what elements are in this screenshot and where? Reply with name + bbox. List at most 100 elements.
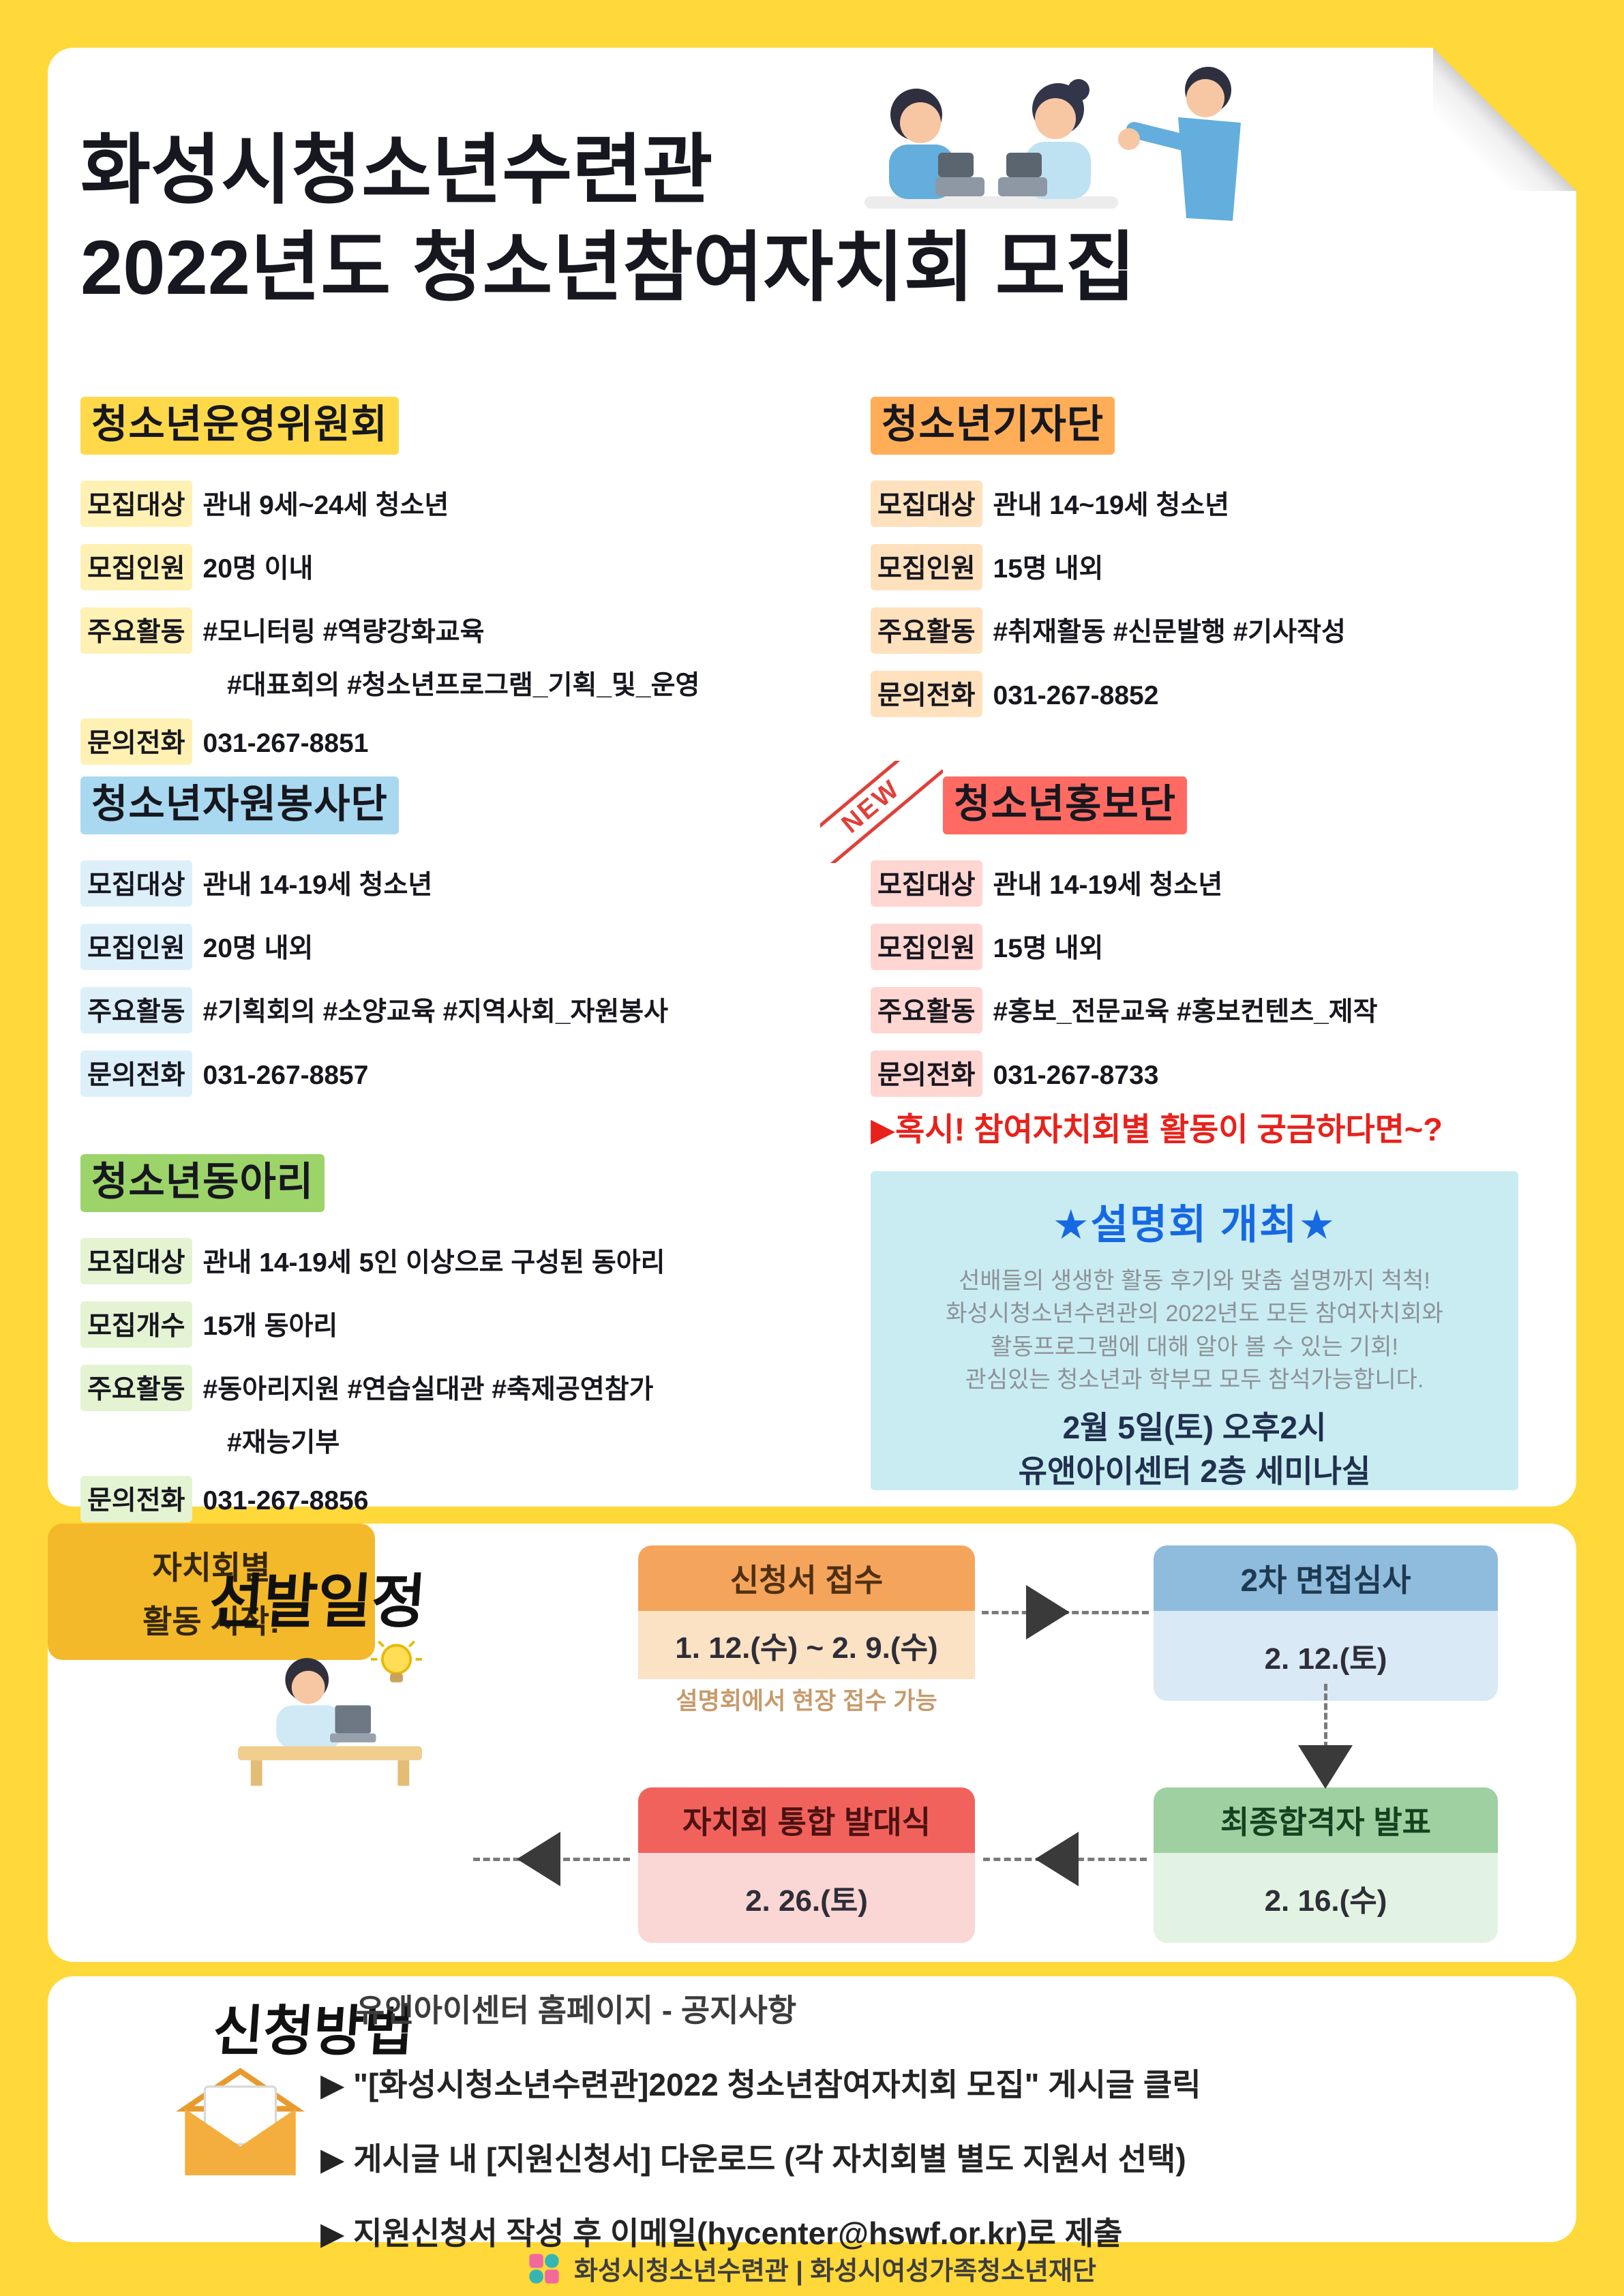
row-value: 031-267-8733 xyxy=(993,1061,1159,1090)
row-value: 15명 내외 xyxy=(993,554,1104,584)
info-session-box: ★설명회 개최★ 선배들의 생생한 활동 후기와 맞춤 설명까지 척척! 화성시… xyxy=(871,1171,1518,1490)
step-application: 신청서 접수 1. 12.(수) ~ 2. 9.(수) 설명회에서 현장 접수 … xyxy=(638,1545,975,1727)
group-operating-committee: 청소년운영위원회 모집대상 관내 9세~24세 청소년 모집인원 20명 이내 … xyxy=(80,392,837,782)
row-label: 모집개수 xyxy=(80,1301,192,1348)
row-label: 주요활동 xyxy=(80,607,192,654)
arrow-right-icon xyxy=(1026,1585,1070,1640)
row-value: 관내 14-19세 청소년 xyxy=(993,871,1223,900)
size-row: 모집인원 20명 내외 xyxy=(80,924,837,970)
row-label: 주요활동 xyxy=(871,987,982,1033)
group-title: 청소년운영위원회 xyxy=(80,397,399,455)
activity-row: 주요활동 #홍보_전문교육 #홍보컨텐츠_제작 xyxy=(871,987,1549,1033)
row-label: 모집대상 xyxy=(871,481,982,527)
size-row: 모집인원 15명 내외 xyxy=(871,924,1549,970)
row-value: 관내 14-19세 5인 이상으로 구성된 동아리 xyxy=(202,1248,665,1278)
row-label: 모집대상 xyxy=(871,860,982,907)
target-row: 모집대상 관내 14-19세 청소년 xyxy=(80,860,837,907)
row-value: #재능기부 xyxy=(227,1428,340,1457)
row-label: 모집대상 xyxy=(80,1238,192,1284)
row-label: 문의전화 xyxy=(871,671,982,717)
activity-row: 주요활동 #모니터링 #역량강화교육 xyxy=(80,607,837,654)
row-value: 031-267-8857 xyxy=(202,1061,369,1090)
poster-title-line2: 2022년도 청소년참여자치회 모집 xyxy=(80,225,1136,311)
row-label: 문의전화 xyxy=(80,1475,192,1522)
schedule-title: 선발일정 xyxy=(207,1569,428,1635)
row-label: 모집인원 xyxy=(80,924,192,970)
curiosity-hook: ▶혹시! 참여자치회별 활동이 궁금하다면~? xyxy=(871,1111,1443,1147)
row-label: 문의전화 xyxy=(871,1051,982,1097)
step-final-result: 최종합격자 발표 2. 16.(수) xyxy=(1154,1787,1498,1943)
footer: 화성시청소년수련관 | 화성시여성가족청소년재단 xyxy=(0,2250,1624,2287)
step-header: 자치회 통합 발대식 xyxy=(638,1787,975,1853)
apply-step: ▶ "[화성시청소년수련관]2022 청소년참여자치회 모집" 게시글 클릭 xyxy=(320,2067,1201,2102)
poster-title-line1: 화성시청소년수련관 xyxy=(80,127,713,213)
info-session-datetime: 2월 5일(토) 오후2시 xyxy=(1062,1410,1327,1446)
row-label: 주요활동 xyxy=(80,987,192,1033)
phone-row: 문의전화 031-267-8857 xyxy=(80,1051,837,1097)
target-row: 모집대상 관내 14~19세 청소년 xyxy=(871,481,1549,527)
phone-row: 문의전화 031-267-8852 xyxy=(871,671,1549,717)
arrow-down-icon xyxy=(1298,1745,1353,1789)
activity-row-cont: #대표회의 #청소년프로그램_기획_및_운영 xyxy=(80,671,837,701)
activity-row: 주요활동 #기획회의 #소양교육 #지역사회_자원봉사 xyxy=(80,987,837,1033)
activity-row: 주요활동 #동아리지원 #연습실대관 #축제공연참가 xyxy=(80,1365,837,1411)
apply-step: ▶ 게시글 내 [지원신청서] 다운로드 (각 자치회별 별도 지원서 선택) xyxy=(320,2141,1186,2177)
step-header: 2차 면접심사 xyxy=(1154,1545,1498,1611)
group-title: 청소년홍보단 xyxy=(943,776,1188,834)
row-value: #모니터링 #역량강화교육 xyxy=(202,618,485,647)
schedule-card: 선발일정 신청서 접수 1. 12.(수) ~ 2. 9.(수) 설명회에서 현… xyxy=(48,1524,1576,1962)
apply-card: 신청방법 유앤아이센터 홈페이지 - 공지사항 ▶ "[화성시청소년수련관]20… xyxy=(48,1976,1576,2251)
phone-row: 문의전화 031-267-8851 xyxy=(80,718,837,765)
row-label: 모집인원 xyxy=(871,544,982,590)
step-start-line2: 활동 시작! xyxy=(142,1603,280,1640)
row-label: 주요활동 xyxy=(80,1365,192,1411)
step-period: 2. 26.(토) xyxy=(638,1853,975,1943)
info-session-line: 선배들의 생생한 활동 후기와 맞춤 설명까지 척척! xyxy=(959,1268,1430,1294)
activity-row-cont: #재능기부 xyxy=(80,1428,837,1459)
step-interview: 2차 면접심사 2. 12.(토) xyxy=(1154,1545,1498,1701)
row-label: 문의전화 xyxy=(80,1051,192,1097)
group-pr-corps: NEW 청소년홍보단 모집대상 관내 14-19세 청소년 모집인원 15명 내… xyxy=(820,761,1549,1114)
arrow-left-icon xyxy=(517,1832,560,1886)
group-volunteer-corps: 청소년자원봉사단 모집대상 관내 14-19세 청소년 모집인원 20명 내외 … xyxy=(80,772,837,1114)
apply-intro: 유앤아이센터 홈페이지 - 공지사항 xyxy=(356,1993,797,2028)
people-illustration xyxy=(864,67,1241,221)
row-label: 문의전화 xyxy=(80,718,192,765)
size-row: 모집인원 20명 이내 xyxy=(80,544,837,590)
row-value: 031-267-8852 xyxy=(993,681,1159,710)
activity-row: 주요활동 #취재활동 #신문발행 #기사작성 xyxy=(871,607,1549,654)
row-value: #대표회의 #청소년프로그램_기획_및_운영 xyxy=(227,671,700,700)
phone-row: 문의전화 031-267-8856 xyxy=(80,1475,837,1522)
apply-step: ▶ 지원신청서 작성 후 이메일(hycenter@hswf.or.kr)로 제… xyxy=(320,2216,1123,2251)
group-title: 청소년동아리 xyxy=(80,1154,325,1212)
phone-row: 문의전화 031-267-8733 xyxy=(871,1051,1549,1097)
row-value: 15명 내외 xyxy=(993,934,1104,963)
row-value: 20명 내외 xyxy=(202,934,314,963)
row-value: 20명 이내 xyxy=(202,554,314,584)
row-label: 모집인원 xyxy=(80,544,192,590)
poster-title: 화성시청소년수련관 2022년도 청소년참여자치회 모집 xyxy=(80,121,1136,317)
row-value: 031-267-8856 xyxy=(202,1485,369,1515)
info-session-line: 화성시청소년수련관의 2022년도 모든 참여자치회와 xyxy=(946,1301,1443,1327)
foundation-logo xyxy=(529,2253,559,2284)
info-session-line: 관심있는 청소년과 학부모 모두 참석가능합니다. xyxy=(965,1366,1424,1393)
size-row: 모집인원 15명 내외 xyxy=(871,544,1549,590)
row-value: 관내 9세~24세 청소년 xyxy=(202,491,449,520)
step-period: 2. 16.(수) xyxy=(1154,1853,1498,1943)
row-label: 모집인원 xyxy=(871,924,982,970)
new-badge-label: NEW xyxy=(820,761,943,863)
step-period: 2. 12.(토) xyxy=(1154,1611,1498,1701)
row-value: #홍보_전문교육 #홍보컨텐츠_제작 xyxy=(993,997,1378,1027)
row-value: 15개 동아리 xyxy=(202,1312,338,1341)
person-laptop-illustration xyxy=(238,1640,422,1786)
target-row: 모집대상 관내 9세~24세 청소년 xyxy=(80,481,837,527)
dashed-connector xyxy=(1324,1684,1327,1749)
row-value: #기획회의 #소양교육 #지역사회_자원봉사 xyxy=(202,997,669,1027)
arrow-left-icon xyxy=(1035,1832,1079,1886)
row-value: 관내 14~19세 청소년 xyxy=(993,491,1230,520)
page-fold-corner xyxy=(1433,48,1576,191)
group-youth-club: 청소년동아리 모집대상 관내 14-19세 5인 이상으로 구성된 동아리 모집… xyxy=(80,1149,837,1539)
step-launch-ceremony: 자치회 통합 발대식 2. 26.(토) xyxy=(638,1787,975,1943)
row-value: 관내 14-19세 청소년 xyxy=(202,871,433,900)
size-row: 모집개수 15개 동아리 xyxy=(80,1301,837,1348)
